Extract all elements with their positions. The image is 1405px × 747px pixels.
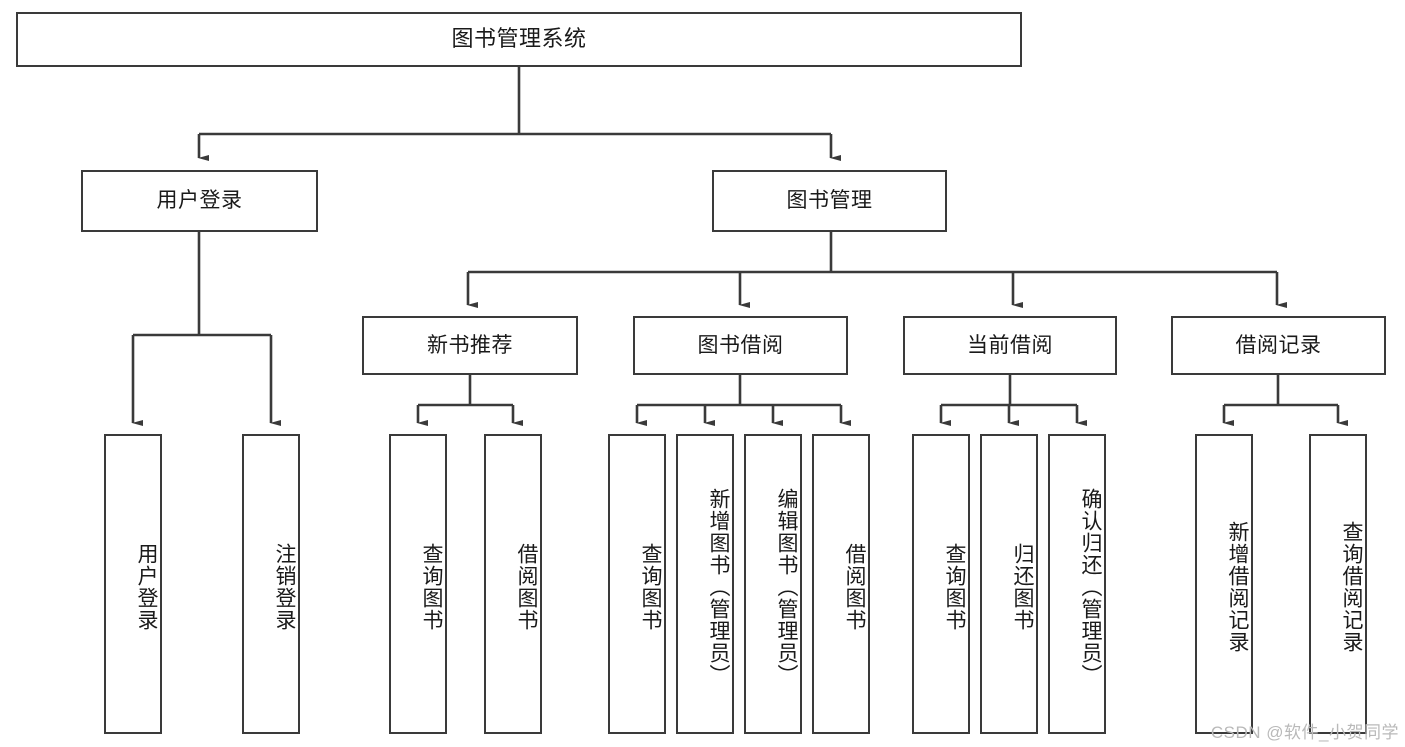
- node-user-login[interactable]: 用户登录: [81, 170, 318, 232]
- node-label: 查询图书: [420, 543, 443, 631]
- leaf-new-book-borrow[interactable]: 借阅图书: [484, 434, 542, 734]
- node-label: 归还图书: [1011, 543, 1034, 631]
- leaf-record-add-record[interactable]: 新增借阅记录: [1195, 434, 1253, 734]
- node-book-borrow[interactable]: 图书借阅: [633, 316, 848, 375]
- leaf-borrow-query-book[interactable]: 查询图书: [608, 434, 666, 734]
- node-label: 注销登录: [273, 543, 296, 631]
- node-book-management[interactable]: 图书管理: [712, 170, 947, 232]
- leaf-borrow-add-book-admin[interactable]: 新增图书（管理员）: [676, 434, 734, 734]
- node-root-system[interactable]: 图书管理系统: [16, 12, 1022, 67]
- node-label: 图书管理系统: [451, 26, 587, 52]
- node-label: 新增图书（管理员）: [707, 488, 730, 686]
- node-label: 查询借阅记录: [1340, 521, 1363, 653]
- node-label: 新增借阅记录: [1226, 521, 1249, 653]
- leaf-new-book-query[interactable]: 查询图书: [389, 434, 447, 734]
- leaf-current-return-book[interactable]: 归还图书: [980, 434, 1038, 734]
- leaf-borrow-edit-book-admin[interactable]: 编辑图书（管理员）: [744, 434, 802, 734]
- node-label: 用户登录: [156, 189, 243, 213]
- node-new-book-recommend[interactable]: 新书推荐: [362, 316, 578, 375]
- leaf-user-login-login[interactable]: 用户登录: [104, 434, 162, 734]
- node-label: 确认归还（管理员）: [1079, 488, 1102, 686]
- node-label: 借阅图书: [515, 543, 538, 631]
- node-current-borrow[interactable]: 当前借阅: [903, 316, 1117, 375]
- leaf-borrow-borrow-book[interactable]: 借阅图书: [812, 434, 870, 734]
- leaf-user-login-logout[interactable]: 注销登录: [242, 434, 300, 734]
- node-label: 编辑图书（管理员）: [775, 488, 798, 686]
- node-label: 借阅图书: [843, 543, 866, 631]
- node-label: 查询图书: [943, 543, 966, 631]
- node-label: 图书管理: [786, 189, 873, 213]
- leaf-record-query-record[interactable]: 查询借阅记录: [1309, 434, 1367, 734]
- node-borrow-record[interactable]: 借阅记录: [1171, 316, 1386, 375]
- node-label: 查询图书: [639, 543, 662, 631]
- node-label: 图书借阅: [697, 333, 784, 357]
- leaf-current-query-book[interactable]: 查询图书: [912, 434, 970, 734]
- leaf-current-confirm-return-admin[interactable]: 确认归还（管理员）: [1048, 434, 1106, 734]
- csdn-watermark: CSDN @软件_小贺同学: [1210, 723, 1399, 742]
- node-label: 当前借阅: [967, 333, 1053, 357]
- node-label: 借阅记录: [1235, 333, 1322, 357]
- node-label: 用户登录: [135, 543, 158, 631]
- node-label: 新书推荐: [427, 333, 513, 357]
